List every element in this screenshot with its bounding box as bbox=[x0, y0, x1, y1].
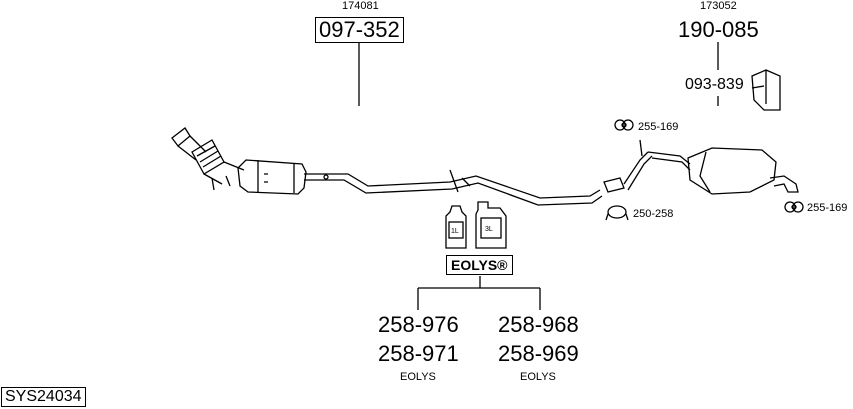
eolys-right-part-1[interactable]: 258-968 bbox=[498, 312, 579, 337]
eolys-bottle-large bbox=[475, 201, 507, 249]
front-part-number[interactable]: 097-352 bbox=[315, 17, 404, 43]
front-ref-small: 174081 bbox=[342, 0, 379, 12]
hanger-bracket bbox=[751, 69, 781, 111]
front-pipe bbox=[171, 127, 245, 191]
hanger-part-number[interactable]: 093-839 bbox=[685, 76, 744, 93]
upper-clamp-label[interactable]: 255-169 bbox=[638, 121, 679, 133]
particulate-filter bbox=[237, 159, 307, 195]
eolys-left-part-1[interactable]: 258-976 bbox=[378, 312, 459, 337]
eolys-bracket bbox=[417, 276, 541, 310]
rear-ref-small: 173052 bbox=[700, 0, 737, 12]
eolys-brand-box: EOLYS® bbox=[446, 255, 513, 275]
bottle-large-label: 3L bbox=[485, 226, 493, 233]
middle-clamp-label[interactable]: 250-258 bbox=[633, 208, 674, 220]
clamp-middle bbox=[605, 205, 629, 221]
right-clamp-label[interactable]: 255-169 bbox=[807, 202, 848, 214]
rear-part-number[interactable]: 190-085 bbox=[678, 17, 759, 42]
bottle-small-label: 1L bbox=[451, 228, 459, 235]
eolys-bottle-small bbox=[445, 205, 467, 249]
rubber-mount-right bbox=[784, 201, 804, 213]
eolys-left-part-2[interactable]: 258-971 bbox=[378, 341, 459, 366]
rear-connector bbox=[603, 139, 653, 193]
eolys-right-part-2[interactable]: 258-969 bbox=[498, 341, 579, 366]
middle-pipe bbox=[304, 169, 603, 206]
rear-silencer bbox=[647, 147, 799, 195]
system-code: SYS24034 bbox=[1, 387, 86, 407]
eolys-left-caption: EOLYS bbox=[400, 371, 436, 383]
eolys-right-caption: EOLYS bbox=[520, 371, 556, 383]
rubber-mount-upper bbox=[614, 119, 634, 131]
